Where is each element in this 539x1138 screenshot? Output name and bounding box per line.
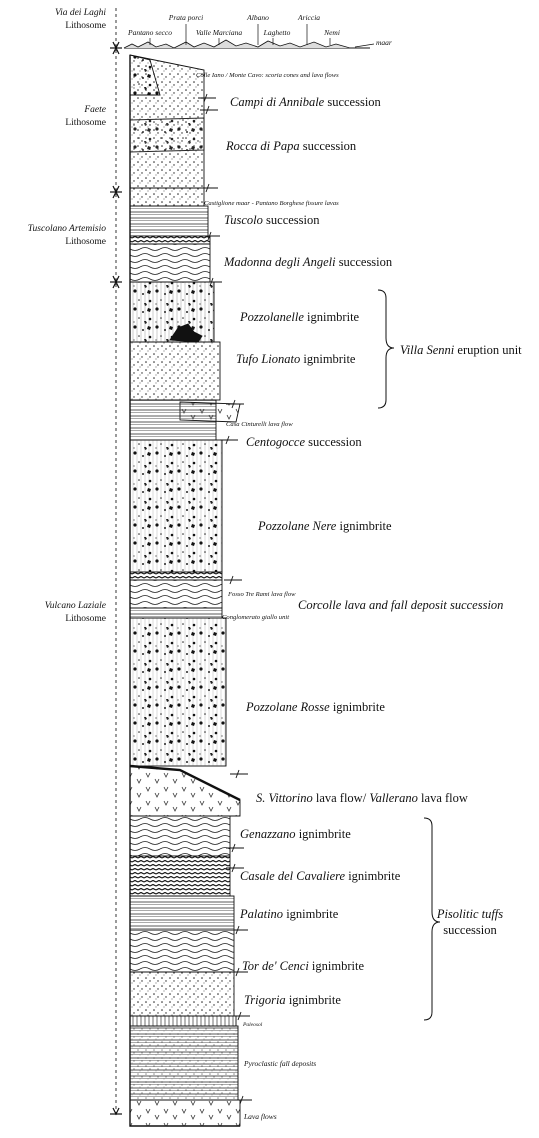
unit-campi-di-annibale: Campi di Annibale succession bbox=[230, 95, 382, 109]
layer-corcolle bbox=[130, 580, 222, 608]
layer-tor-de-cenci bbox=[130, 930, 234, 972]
unit-casale-del-cavaliere: Casale del Cavaliere ignimbrite bbox=[240, 869, 401, 883]
location-ariccia: Ariccia bbox=[297, 13, 320, 22]
unit-centogocce: Centogocce succession bbox=[246, 435, 362, 449]
lithosome-vulcano-laziale-name: Vulcano Laziale bbox=[45, 601, 106, 611]
group-braces bbox=[378, 290, 440, 1020]
group-villa-senni: Villa Senni eruption unit bbox=[400, 343, 522, 357]
layer-genazzano bbox=[130, 816, 230, 856]
layer-conglomerato-giallo bbox=[130, 608, 222, 618]
unit-pozzolane-rosse: Pozzolane Rosse ignimbrite bbox=[245, 700, 385, 714]
layer-palatino bbox=[130, 896, 234, 930]
layer-madonna-degli-angeli bbox=[130, 244, 210, 282]
group-pisolitic-tuffs-name: Pisolitic tuffs bbox=[436, 907, 503, 921]
layer-lava-flows bbox=[130, 1100, 240, 1126]
unit-pyroclastic-fall: Pyroclastic fall deposits bbox=[243, 1059, 316, 1068]
unit-tor-de-cenci: Tor de' Cenci ignimbrite bbox=[242, 959, 364, 973]
unit-pozzolanelle: Pozzolanelle ignimbrite bbox=[239, 310, 360, 324]
layer-tufo-lionato bbox=[130, 342, 220, 400]
layer-paleosol bbox=[130, 1016, 236, 1026]
location-albano: Albano bbox=[246, 13, 269, 22]
unit-tuscolo: Tuscolo succession bbox=[224, 213, 320, 227]
layer-centogocce bbox=[130, 400, 216, 440]
unit-colle-iano: Colle Iano / Monte Cavo: scoria cones an… bbox=[196, 72, 339, 79]
lithosome-vulcano-laziale-label: Lithosome bbox=[65, 614, 106, 624]
unit-fosso-tre-rami: Fosso Tre Rami lava flow bbox=[227, 591, 296, 598]
layer-castiglione bbox=[130, 188, 204, 206]
lithosome-faete-label: Lithosome bbox=[65, 118, 106, 128]
layer-casale-del-cavaliere bbox=[130, 856, 230, 896]
lithosome-faete-name: Faete bbox=[83, 105, 106, 115]
location-prata-porci: Prata porci bbox=[168, 13, 204, 22]
unit-castiglione: Castiglione maar - Pantano Borghese fiss… bbox=[204, 200, 339, 207]
location-pantano-secco: Pantano secco bbox=[127, 28, 172, 37]
layer-trigoria bbox=[130, 972, 234, 1016]
location-nemi: Nemi bbox=[323, 28, 340, 37]
top-location-labels: Pantano secco Prata porci Valle Marciana… bbox=[127, 13, 392, 47]
location-valle-marciana: Valle Marciana bbox=[196, 28, 242, 37]
location-laghetto: Laghetto bbox=[263, 28, 291, 37]
unit-madonna-degli-angeli: Madonna degli Angeli succession bbox=[223, 255, 393, 269]
layer-tuscolo-dark bbox=[130, 236, 210, 244]
unit-rocca-di-papa: Rocca di Papa succession bbox=[225, 139, 357, 153]
lithosome-tuscolano-label: Lithosome bbox=[65, 237, 106, 247]
unit-pozzolane-nere: Pozzolane Nere ignimbrite bbox=[257, 519, 392, 533]
layer-fosso-tre-rami bbox=[130, 572, 222, 580]
lithosome-via-dei-laghi-name: Via dei Laghi bbox=[55, 8, 106, 18]
layer-rocca-coarse bbox=[130, 118, 204, 152]
unit-palatino: Palatino ignimbrite bbox=[239, 907, 339, 921]
unit-paleosol: Paleosol bbox=[242, 1022, 263, 1028]
unit-conglomerato-giallo: Conglomerato giallo unit bbox=[222, 614, 289, 621]
lithosome-tuscolano-name: Tuscolano Artemisio bbox=[28, 224, 106, 234]
unit-labels: Colle Iano / Monte Cavo: scoria cones an… bbox=[196, 72, 503, 1121]
lithosome-via-dei-laghi-label: Lithosome bbox=[65, 21, 106, 31]
unit-corcolle: Corcolle lava and fall deposit successio… bbox=[298, 598, 503, 612]
unit-genazzano: Genazzano ignimbrite bbox=[240, 827, 351, 841]
brace-villa-senni bbox=[378, 290, 394, 408]
lithosome-labels: Via dei Laghi Lithosome Faete Lithosome … bbox=[28, 8, 107, 624]
unit-casa-cinturelli: Casa Cinturelli lava flow bbox=[226, 421, 293, 428]
unit-vittorino-vallerano: S. Vittorino lava flow/ Vallerano lava f… bbox=[256, 791, 468, 805]
layer-tuscolo bbox=[130, 206, 208, 236]
unit-trigoria: Trigoria ignimbrite bbox=[244, 993, 341, 1007]
maar-label: maar bbox=[376, 38, 392, 47]
group-labels: Villa Senni eruption unit Pisolitic tuff… bbox=[400, 343, 522, 937]
unit-lava-flows: Lava flows bbox=[243, 1112, 277, 1121]
unit-tufo-lionato: Tufo Lionato ignimbrite bbox=[236, 352, 356, 366]
group-pisolitic-tuffs-suffix: succession bbox=[443, 923, 497, 937]
